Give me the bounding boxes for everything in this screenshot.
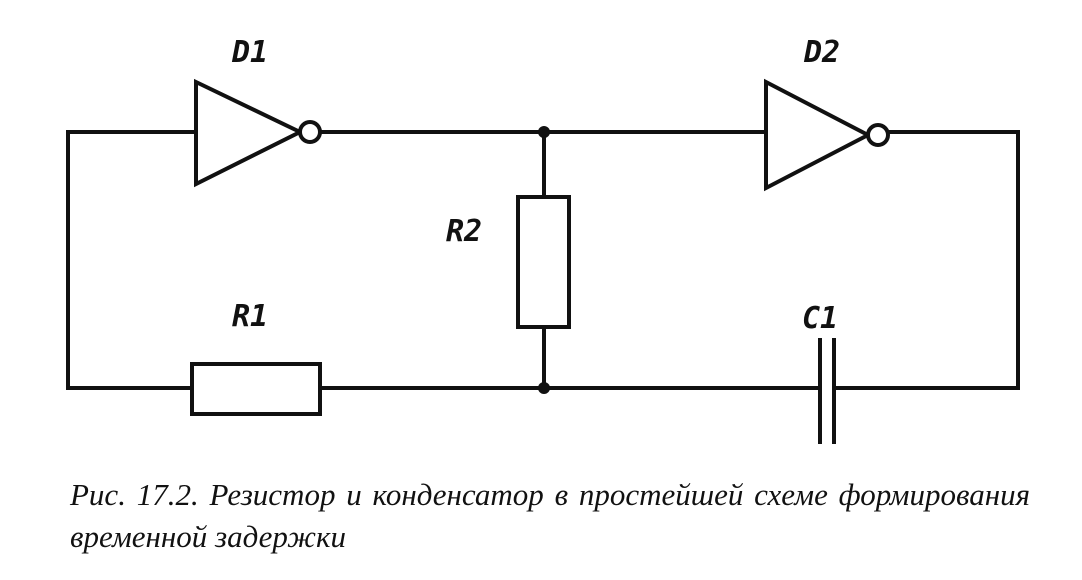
junction-top [538, 126, 550, 138]
label-r2: R2 [446, 214, 482, 249]
label-r1: R1 [232, 299, 268, 334]
inverter-d2-bubble [866, 123, 890, 147]
label-d2: D2 [803, 35, 840, 70]
wire-d2-output [888, 130, 1020, 390]
resistor-r1 [190, 362, 322, 416]
wire-d1-input [66, 130, 198, 390]
inverter-d1 [194, 78, 322, 188]
resistor-r2 [516, 195, 571, 329]
capacitor-c1 [818, 338, 836, 444]
figure-caption: Рис. 17.2. Резистор и конденсатор в прос… [70, 477, 1030, 554]
inverter-d1-body [194, 78, 305, 188]
inverter-d1-bubble [298, 120, 322, 144]
inverter-d2 [764, 78, 890, 192]
label-d1: D1 [231, 35, 268, 70]
junction-bottom [538, 382, 550, 394]
label-c1: C1 [802, 301, 838, 336]
inverter-d2-body [764, 78, 873, 192]
